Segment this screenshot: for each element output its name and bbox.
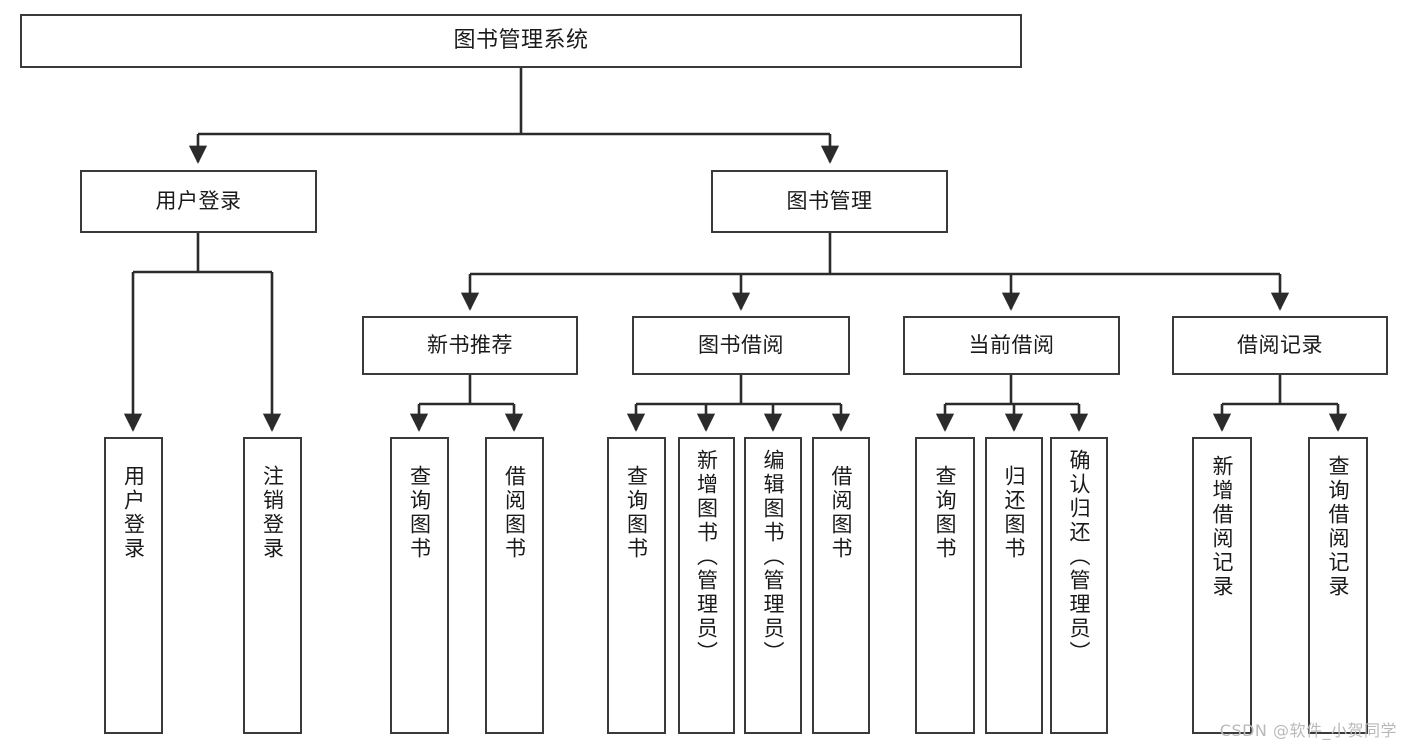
node-label: 用户登录 bbox=[155, 189, 242, 214]
node-book-borrowing[interactable]: 图书借阅 bbox=[632, 316, 850, 375]
node-label: 新增借阅记录 bbox=[1210, 455, 1235, 599]
node-label: 查询借阅记录 bbox=[1326, 455, 1351, 599]
node-current-borrowing[interactable]: 当前借阅 bbox=[903, 316, 1120, 375]
node-borrowing-records[interactable]: 借阅记录 bbox=[1172, 316, 1388, 375]
leaf-query-book-recommendation[interactable]: 查询图书 bbox=[390, 437, 449, 734]
node-label: 图书管理 bbox=[786, 189, 873, 214]
node-label: 图书管理系统 bbox=[453, 28, 589, 54]
node-label: 图书借阅 bbox=[698, 333, 784, 358]
node-book-management[interactable]: 图书管理 bbox=[711, 170, 948, 233]
leaf-query-book-current[interactable]: 查询图书 bbox=[915, 437, 975, 734]
node-root-system[interactable]: 图书管理系统 bbox=[20, 14, 1022, 68]
leaf-logout-login[interactable]: 注销登录 bbox=[243, 437, 302, 734]
node-new-book-recommendation[interactable]: 新书推荐 bbox=[362, 316, 578, 375]
leaf-query-book-borrowing[interactable]: 查询图书 bbox=[607, 437, 666, 734]
leaf-borrow-book-recommendation[interactable]: 借阅图书 bbox=[485, 437, 544, 734]
node-label: 查询图书 bbox=[933, 465, 958, 561]
node-label: 注销登录 bbox=[260, 465, 285, 561]
node-label: 借阅图书 bbox=[502, 465, 527, 561]
node-label: 当前借阅 bbox=[968, 333, 1055, 358]
leaf-return-book[interactable]: 归还图书 bbox=[985, 437, 1043, 734]
leaf-confirm-return[interactable]: 确认归还（管理员） bbox=[1050, 437, 1108, 734]
leaf-query-borrow-record[interactable]: 查询借阅记录 bbox=[1308, 437, 1368, 734]
node-label: 借阅记录 bbox=[1237, 333, 1323, 358]
node-label: 确认归还（管理员） bbox=[1067, 449, 1092, 665]
leaf-borrow-book-borrowing[interactable]: 借阅图书 bbox=[812, 437, 870, 734]
node-label: 编辑图书（管理员） bbox=[761, 449, 786, 665]
node-label: 归还图书 bbox=[1002, 465, 1027, 561]
leaf-edit-book[interactable]: 编辑图书（管理员） bbox=[744, 437, 802, 734]
leaf-add-borrow-record[interactable]: 新增借阅记录 bbox=[1192, 437, 1252, 734]
csdn-watermark: CSDN @软件_小贺同学 bbox=[1219, 721, 1397, 740]
node-label: 新增图书（管理员） bbox=[694, 449, 719, 665]
node-label: 查询图书 bbox=[407, 465, 432, 561]
node-label: 查询图书 bbox=[624, 465, 649, 561]
node-label: 用户登录 bbox=[121, 465, 146, 561]
node-label: 借阅图书 bbox=[829, 465, 854, 561]
leaf-user-login[interactable]: 用户登录 bbox=[104, 437, 163, 734]
leaf-add-book[interactable]: 新增图书（管理员） bbox=[678, 437, 735, 734]
node-label: 新书推荐 bbox=[427, 333, 513, 358]
node-user-login[interactable]: 用户登录 bbox=[80, 170, 317, 233]
